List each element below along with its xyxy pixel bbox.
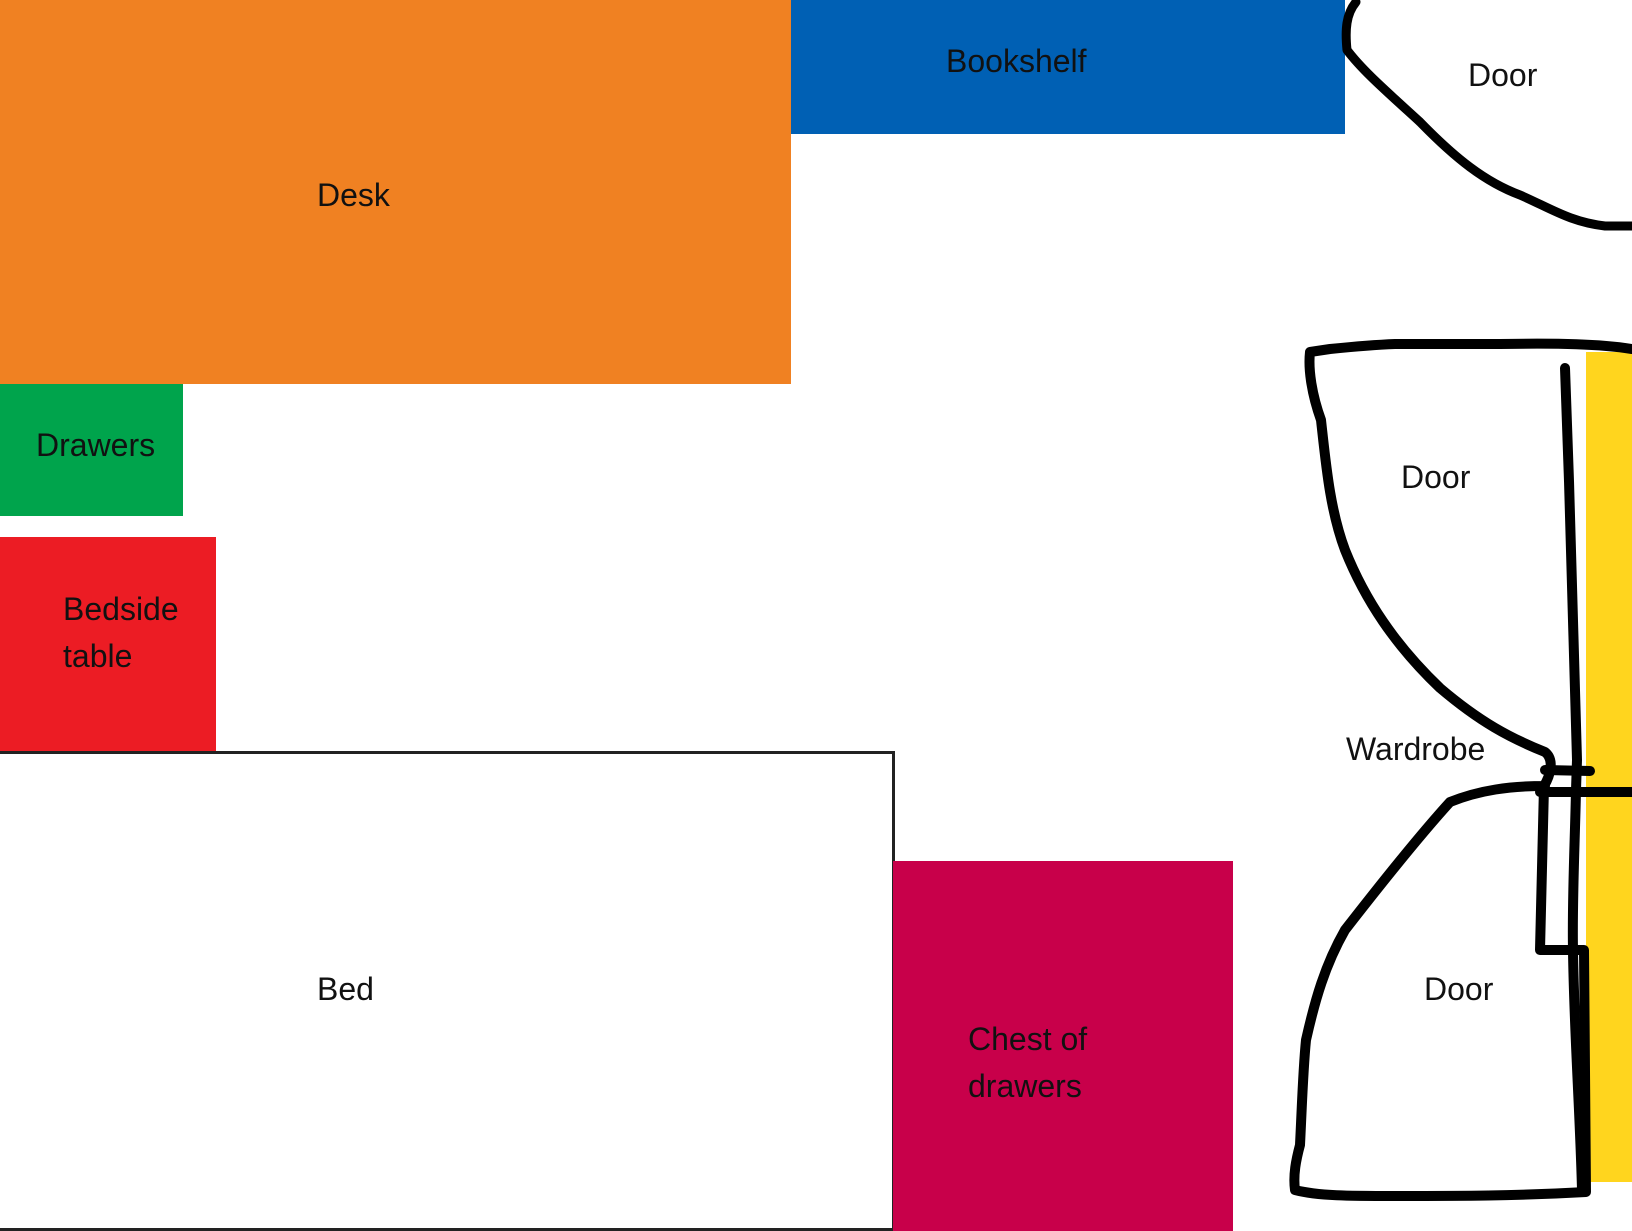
wardrobe-label: Wardrobe (1346, 731, 1486, 767)
wardrobe-outline (1289, 338, 1632, 1201)
bedside-table (0, 537, 216, 752)
bookshelf-label: Bookshelf (946, 43, 1087, 79)
wardrobe-lower-door-label: Door (1424, 971, 1494, 1007)
desk (0, 0, 791, 384)
desk-label: Desk (317, 177, 390, 213)
bedside-table-label-line-2: table (63, 638, 133, 674)
bookshelf (791, 0, 1345, 134)
chest-of-drawers-label: Chest of drawers (968, 1016, 1087, 1110)
wardrobe-back-panel (1586, 352, 1632, 1182)
drawers (0, 384, 183, 516)
wardrobe-door-divider (1560, 363, 1587, 1195)
bedside-table-label-line-1: Bedside (63, 591, 179, 627)
wardrobe-hinge-mark-top (1540, 765, 1595, 776)
drawers-label: Drawers (36, 427, 156, 463)
wardrobe-upper-door-label: Door (1401, 459, 1471, 495)
bed-label: Bed (317, 971, 374, 1007)
room-door-label: Door (1468, 57, 1538, 93)
chest-of-drawers-label-line-2: drawers (968, 1068, 1082, 1104)
chest-of-drawers (893, 861, 1233, 1231)
bedside-table-label: Bedside table (63, 586, 179, 680)
room-door-swing-arc (1341, 0, 1632, 231)
chest-of-drawers-label-line-1: Chest of (968, 1021, 1088, 1057)
bed (0, 751, 895, 1231)
